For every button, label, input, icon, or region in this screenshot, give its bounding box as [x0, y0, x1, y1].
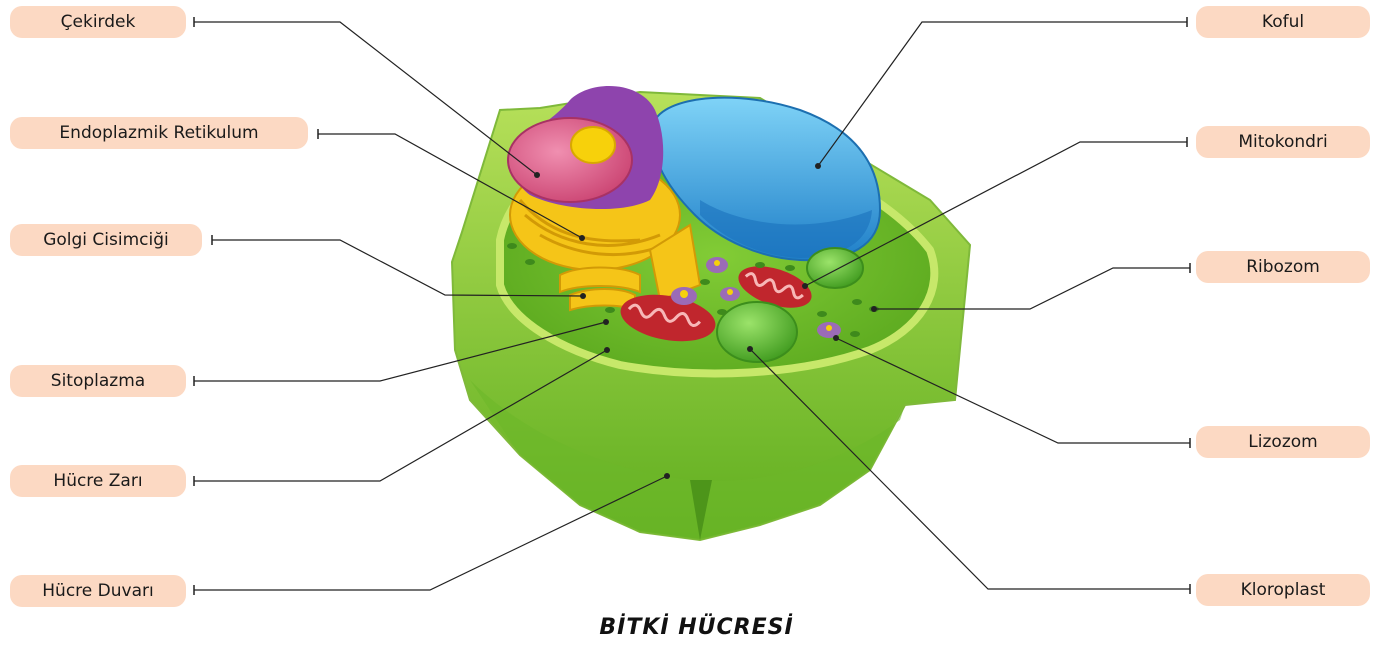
label-ribozom: Ribozom: [1196, 251, 1370, 283]
leader-cekirdek: [194, 22, 537, 175]
nucleus: [508, 86, 663, 209]
label-koful: Koful: [1196, 6, 1370, 38]
chloroplast-1: [717, 302, 797, 362]
label-sitoplazma: Sitoplazma: [10, 365, 186, 397]
label-mitokondri: Mitokondri: [1196, 126, 1370, 158]
label-kloroplast: Kloroplast: [1196, 574, 1370, 606]
label-hucre-zari: Hücre Zarı: [10, 465, 186, 497]
label-golgi-cisimcigi: Golgi Cisimciği: [10, 224, 202, 256]
label-lizozom: Lizozom: [1196, 426, 1370, 458]
chloroplast-2: [807, 248, 863, 288]
label-cekirdek: Çekirdek: [10, 6, 186, 38]
label-endoplazmik-retikulum: Endoplazmik Retikulum: [10, 117, 308, 149]
diagram-title: BİTKİ HÜCRESİ: [0, 615, 1393, 640]
leader-koful: [818, 22, 1187, 166]
label-hucre-duvari: Hücre Duvarı: [10, 575, 186, 607]
